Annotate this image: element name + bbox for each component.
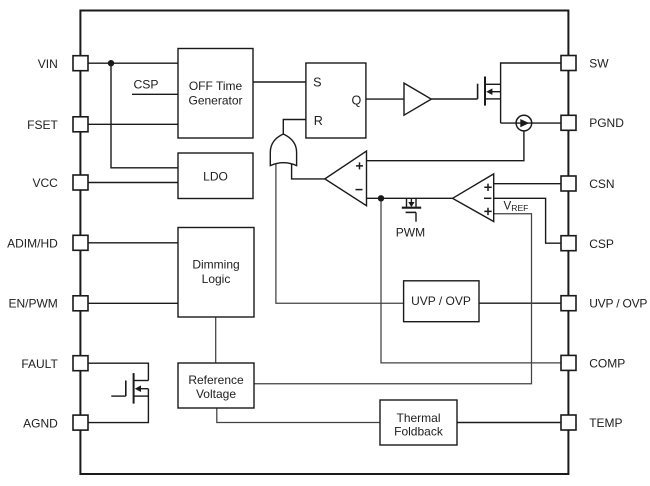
svg-text:VCC: VCC [32,176,58,190]
svg-text:COMP: COMP [589,357,625,371]
svg-text:OFF Time: OFF Time [189,79,243,93]
svg-text:Generator: Generator [188,93,242,107]
svg-text:ADIM/HD: ADIM/HD [7,237,58,251]
svg-text:AGND: AGND [23,416,58,430]
svg-text:TEMP: TEMP [589,416,622,430]
svg-text:CSN: CSN [589,177,614,191]
svg-text:Logic: Logic [202,272,231,286]
svg-text:PWM: PWM [396,226,425,240]
svg-text:CSP: CSP [134,78,159,92]
svg-text:VREF: VREF [504,199,529,213]
svg-text:UVP / OVP: UVP / OVP [411,294,471,308]
svg-text:S: S [313,76,321,90]
svg-text:Foldback: Foldback [394,425,444,439]
svg-text:Thermal: Thermal [396,411,440,425]
svg-text:UVP / OVP: UVP / OVP [589,297,647,311]
svg-text:Reference: Reference [188,373,244,387]
svg-text:FAULT: FAULT [21,357,58,371]
svg-text:EN/PWM: EN/PWM [8,296,57,310]
svg-text:Dimming: Dimming [192,257,239,271]
svg-text:Q: Q [352,93,362,107]
svg-text:Voltage: Voltage [196,387,236,401]
svg-text:PGND: PGND [589,116,624,130]
svg-text:R: R [314,114,323,128]
svg-text:LDO: LDO [203,170,228,184]
svg-text:VIN: VIN [38,57,58,71]
svg-text:FSET: FSET [27,118,58,132]
svg-text:CSP: CSP [589,237,614,251]
svg-text:SW: SW [589,57,609,71]
